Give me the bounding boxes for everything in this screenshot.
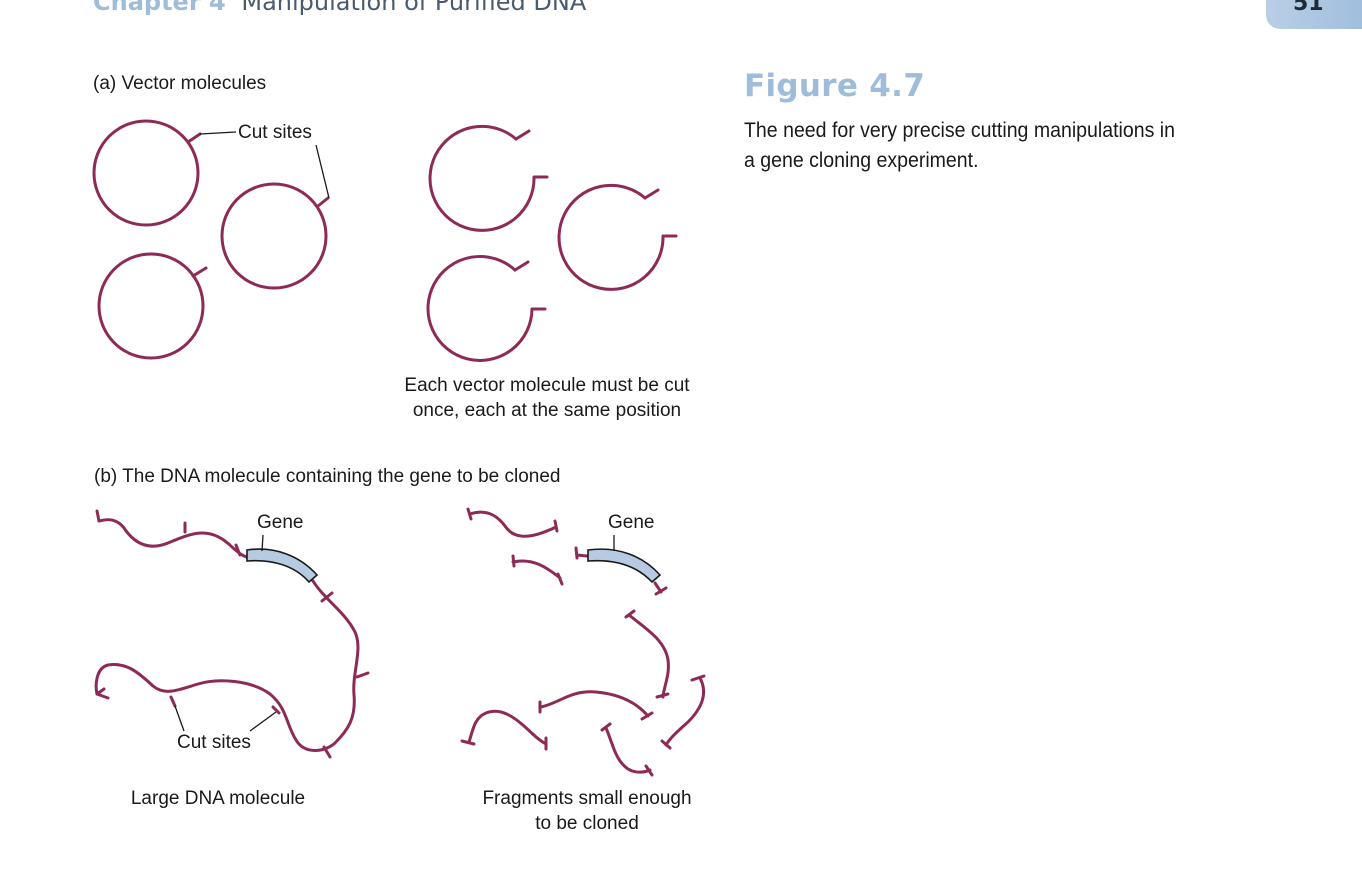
vector-circle (97, 252, 205, 360)
large-dna-caption: Large DNA molecule (130, 788, 306, 809)
fragment (660, 674, 706, 750)
figure-caption: The need for very precise cutting manipu… (744, 119, 1175, 172)
chapter-header: Chapter 4 Manipulation of Purified DNA (93, 0, 586, 16)
fragment (511, 554, 564, 586)
leader-line (315, 144, 330, 199)
chapter-title: Manipulation of Purified DNA (241, 0, 587, 16)
fragments-caption-line1: Fragments small enough (482, 788, 692, 809)
opened-vector (426, 255, 547, 362)
cut-site-mark (186, 132, 202, 144)
panel-b-heading: (b) The DNA molecule containing the gene… (94, 466, 561, 487)
dna-strand (94, 579, 360, 752)
opened-vector (428, 124, 549, 232)
cut-end-mark (513, 260, 530, 272)
chapter-label: Chapter 4 (93, 0, 226, 16)
intact-vectors (92, 119, 330, 360)
page-number: 51 (1293, 0, 1324, 16)
fragment (466, 507, 559, 538)
cut-sites-label: Cut sites (177, 732, 251, 753)
page-number-tab (1266, 0, 1362, 29)
cut-site-mark (316, 196, 330, 208)
cut-site-marks (95, 509, 370, 759)
leader-line (199, 131, 237, 135)
fragment (624, 609, 670, 699)
cut-end-mark (643, 188, 660, 200)
gene-leader-line (261, 534, 264, 552)
dna-strand (97, 518, 249, 559)
fragments-caption-line2: to be cloned (535, 813, 639, 834)
dna-fragments (460, 507, 706, 777)
vector-circle (92, 119, 200, 227)
cut-vectors (426, 124, 678, 362)
vector-note-line1: Each vector molecule must be cut (404, 375, 690, 396)
figure-title: Figure 4.7 (744, 68, 926, 104)
large-dna-molecule (94, 509, 370, 759)
cut-site-mark (191, 266, 208, 278)
gene-label: Gene (608, 512, 655, 533)
fragment (460, 709, 548, 751)
vector-circle (220, 182, 328, 290)
gene-label: Gene (257, 512, 304, 533)
gene-segment (587, 548, 662, 584)
cut-end-mark (514, 129, 531, 141)
cut-sites-label: Cut sites (238, 122, 312, 143)
fragment (653, 581, 668, 596)
fragment (600, 722, 654, 777)
gene-segment (246, 548, 319, 584)
fragment (538, 690, 654, 721)
panel-a-heading: (a) Vector molecules (93, 73, 267, 94)
vector-note-line2: once, each at the same position (412, 400, 682, 421)
fragment (574, 546, 589, 560)
cut-sites-leader-lines (174, 705, 277, 732)
opened-vector (557, 183, 678, 291)
